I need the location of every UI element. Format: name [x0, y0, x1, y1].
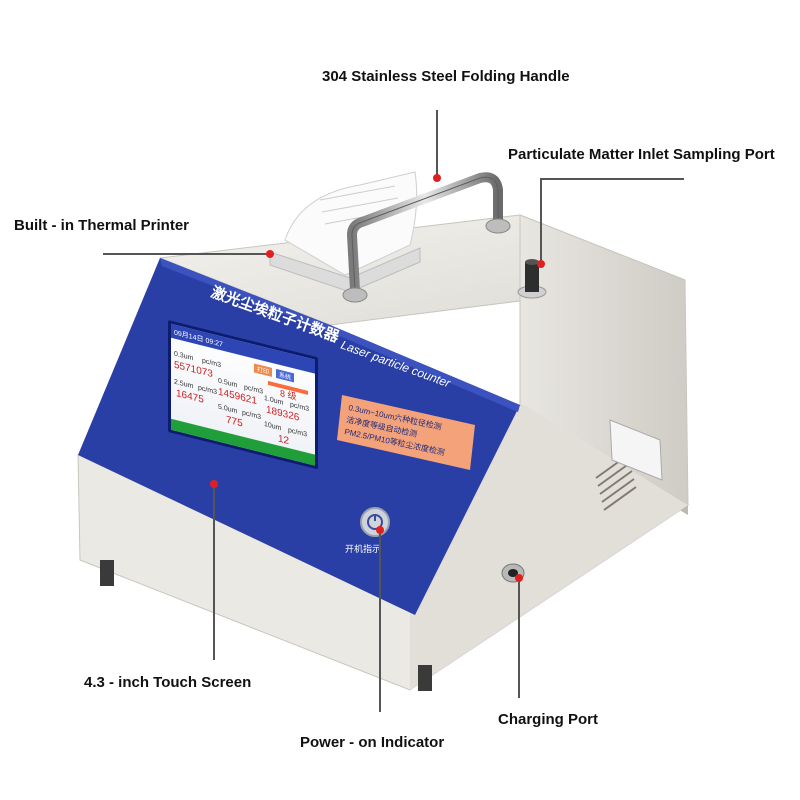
charging-callout-label: Charging Port [498, 711, 598, 728]
level-gauge [268, 380, 308, 395]
printer-callout-line [103, 253, 271, 255]
cell-value: 12 [278, 434, 289, 448]
feature-box [337, 395, 475, 470]
screen-callout-dot [210, 480, 218, 488]
power-label-cn: 开机指示 [345, 543, 381, 554]
screen-button-system-label: 系统 [279, 371, 291, 382]
inlet-callout-line-h [540, 178, 684, 180]
inlet-port [517, 259, 547, 299]
printer-callout-label: Built - in Thermal Printer [14, 217, 190, 234]
screen-callout-line [213, 484, 215, 660]
power-callout-line [379, 532, 381, 712]
inlet-callout-dot [537, 260, 545, 268]
power-callout-label: Power - on Indicator [300, 734, 445, 751]
screen-button-system[interactable] [276, 368, 294, 383]
charging-callout-line [518, 578, 520, 698]
power-callout-dot [376, 526, 384, 534]
inlet-callout-line-v [540, 178, 542, 264]
charging-callout-dot [515, 574, 523, 582]
cell-value: 775 [226, 415, 243, 430]
side-label-sticker [609, 419, 663, 481]
screen-callout-label: 4.3 - inch Touch Screen [84, 674, 252, 691]
power-button[interactable] [360, 507, 390, 537]
screen-button-print-label: 打印 [257, 365, 269, 376]
touch-screen[interactable]: 09月14日 09:27 打印 系统 8 级 0.3um pc/m3 55710… [168, 320, 318, 469]
handle-callout-dot [433, 174, 441, 182]
printer-callout-dot [266, 250, 274, 258]
handle-callout-label: 304 Stainless Steel Folding Handle [322, 68, 570, 85]
handle-callout-line [436, 110, 438, 178]
inlet-callout-label: Particulate Matter Inlet Sampling Port [508, 146, 775, 163]
screen-level: 8 级 [280, 387, 296, 402]
screen-button-print[interactable] [254, 363, 272, 377]
